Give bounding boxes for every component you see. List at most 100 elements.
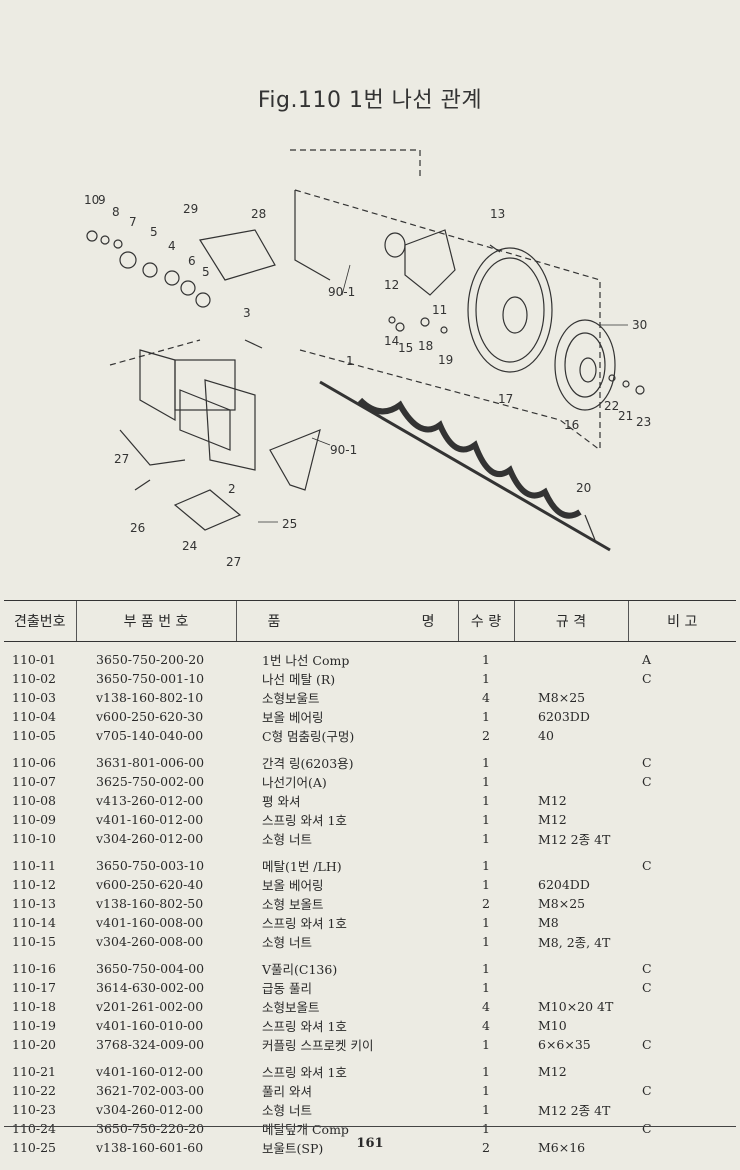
row-note: C <box>642 1121 652 1136</box>
row-spec: M12 2종 4T <box>538 1103 611 1118</box>
row-qty: 1 <box>482 793 490 808</box>
row-name: V풀리(C136) <box>262 962 338 977</box>
row-note <box>628 894 736 913</box>
row-part-no: 3768-324-009-00 <box>96 1037 205 1052</box>
header-name-left: 품 <box>267 614 281 630</box>
row-spec: M12 <box>538 1064 567 1079</box>
figure-title: Fig.110 1번 나선 관계 <box>257 88 483 113</box>
row-spec <box>514 959 628 978</box>
row-note <box>628 997 736 1016</box>
callout-label: 2 <box>228 482 236 496</box>
row-qty: 1 <box>482 652 490 667</box>
row-no: 110-17 <box>12 980 56 995</box>
row-part-no: 3614-630-002-00 <box>96 980 205 995</box>
row-note <box>628 1062 736 1081</box>
callout-label: 23 <box>636 415 651 429</box>
row-part-no: 3631-801-006-00 <box>96 755 205 770</box>
row-spec: 6204DD <box>538 877 590 892</box>
row-part-no: 3625-750-002-00 <box>96 774 205 789</box>
callout-label: 16 <box>564 418 579 432</box>
row-spec: M12 2종 4T <box>538 832 611 847</box>
row-name: 보올 베어링 <box>262 878 324 893</box>
row-name: 풀리 와셔 <box>262 1084 312 1099</box>
row-no: 110-18 <box>12 999 56 1014</box>
row-part-no: 3621-702-003-00 <box>96 1083 205 1098</box>
page-number: 161 <box>356 1136 384 1151</box>
row-part-no: 3650-750-004-00 <box>96 961 205 976</box>
callout-label: 24 <box>182 539 197 553</box>
row-note: C <box>642 755 652 770</box>
row-no: 110-12 <box>12 877 56 892</box>
row-spec: M10 <box>538 1018 567 1033</box>
row-part-no: v401-160-012-00 <box>96 812 204 827</box>
row-no: 110-20 <box>12 1037 56 1052</box>
row-part-no: 3650-750-001-10 <box>96 671 205 686</box>
row-qty: 4 <box>482 999 490 1014</box>
row-spec: 6×6×35 <box>538 1037 591 1052</box>
row-note: C <box>642 980 652 995</box>
callout-label: 9 <box>98 193 106 207</box>
row-spec <box>514 772 628 791</box>
row-no: 110-23 <box>12 1102 56 1117</box>
header-spec: 규 격 <box>513 600 628 642</box>
row-name: 나선기어(A) <box>262 775 327 790</box>
row-spec: M8×25 <box>538 690 586 705</box>
row-no: 110-10 <box>12 831 56 846</box>
row-part-no: v138-160-601-60 <box>96 1140 204 1155</box>
row-part-no: 3650-750-003-10 <box>96 858 205 873</box>
row-name: 보올 베어링 <box>262 710 324 725</box>
row-part-no: 3650-750-220-20 <box>96 1121 205 1136</box>
row-qty: 4 <box>482 690 490 705</box>
row-part-no: v304-260-012-00 <box>96 831 204 846</box>
row-note <box>628 1016 736 1035</box>
row-no: 110-11 <box>12 858 56 873</box>
row-name: 소형보올트 <box>262 1000 320 1015</box>
row-qty: 1 <box>482 915 490 930</box>
row-qty: 2 <box>482 896 490 911</box>
row-qty: 1 <box>482 774 490 789</box>
row-no: 110-09 <box>12 812 56 827</box>
row-qty: 2 <box>482 1140 490 1155</box>
row-no: 110-03 <box>12 690 56 705</box>
row-part-no: v600-250-620-30 <box>96 709 204 724</box>
row-name: 메탈(1번 /LH) <box>262 859 342 874</box>
callout-label: 14 <box>384 334 399 348</box>
header-qty: 수 량 <box>457 600 514 642</box>
callout-label: 28 <box>251 207 266 221</box>
row-name: 소형 너트 <box>262 1103 312 1118</box>
row-no: 110-04 <box>12 709 56 724</box>
callout-label: 15 <box>398 341 413 355</box>
bottom-rule <box>4 1126 736 1127</box>
row-note: C <box>642 858 652 873</box>
row-name: 소형 너트 <box>262 832 312 847</box>
callout-label: 7 <box>129 215 137 229</box>
row-qty: 1 <box>482 934 490 949</box>
row-no: 110-24 <box>12 1121 56 1136</box>
row-qty: 1 <box>482 671 490 686</box>
callout-label: 18 <box>418 339 433 353</box>
row-part-no: v401-160-008-00 <box>96 915 204 930</box>
row-qty: 1 <box>482 812 490 827</box>
row-name: 스프링 와셔 1호 <box>262 1019 347 1034</box>
row-name: 스프링 와셔 1호 <box>262 813 347 828</box>
row-qty: 1 <box>482 709 490 724</box>
row-name: 커플링 스프로켓 키이 <box>262 1038 374 1053</box>
row-qty: 1 <box>482 1102 490 1117</box>
row-name: C형 멈춤링(구멍) <box>262 729 355 744</box>
row-spec <box>514 1081 628 1100</box>
row-no: 110-19 <box>12 1018 56 1033</box>
row-name: 1번 나선 Comp <box>262 653 350 668</box>
